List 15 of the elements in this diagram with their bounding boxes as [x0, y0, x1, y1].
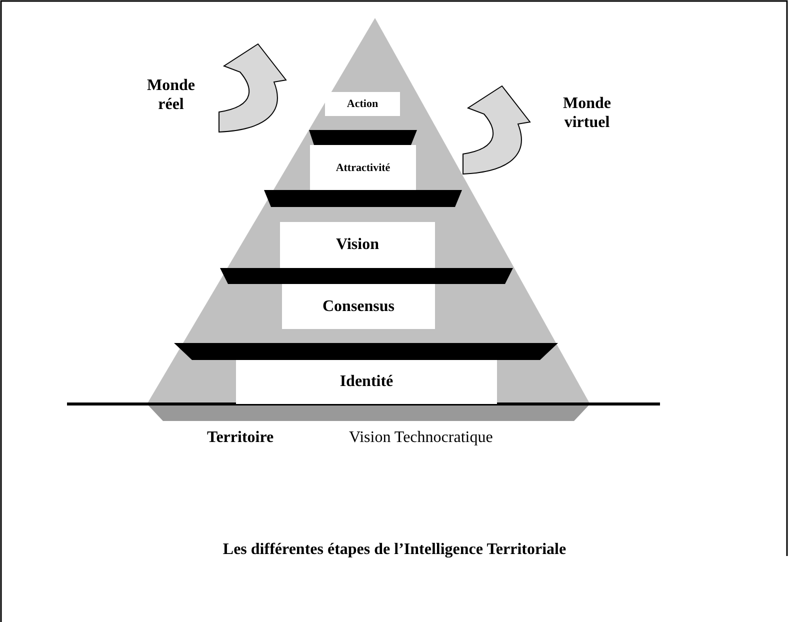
step-label: Action: [346, 98, 378, 110]
text-label: Vision Technocratique: [349, 428, 494, 447]
step-label: Vision: [336, 236, 379, 254]
step-box: [280, 222, 435, 268]
step-box: [325, 92, 400, 116]
caption: Les différentes étapes de l’Intelligence Territoriale: [222, 541, 568, 559]
step-label: Consensus: [322, 298, 395, 316]
step-box: [282, 284, 435, 329]
step-label: Attractivité: [336, 162, 390, 174]
step-label: Identité: [340, 373, 394, 391]
step-box: [310, 145, 416, 190]
text-label: Monde réel: [146, 76, 196, 114]
text-label: Territoire: [207, 428, 275, 447]
step-box: [236, 360, 497, 404]
text-label: Monde virtuel: [562, 94, 612, 132]
